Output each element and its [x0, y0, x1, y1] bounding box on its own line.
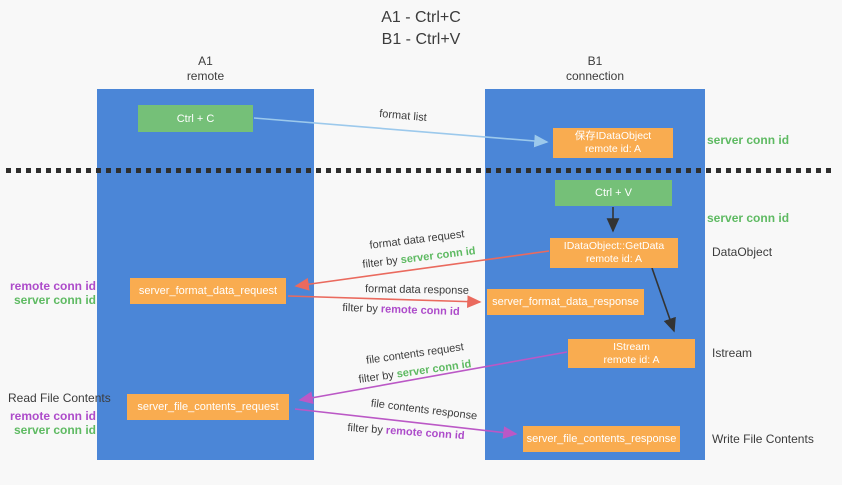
- dotted-separator: [6, 168, 836, 173]
- node-server-file-contents-response: server_file_contents_response: [523, 426, 680, 452]
- filter-by-text: filter by: [347, 421, 387, 437]
- server-conn-id-label: server conn id: [13, 423, 96, 437]
- diagram-title: A1 - Ctrl+C B1 - Ctrl+V: [0, 7, 842, 51]
- server-conn-id-text: server conn id: [395, 358, 473, 381]
- column-b1-subtitle: connection: [565, 69, 625, 83]
- filter-by-text: filter by: [342, 301, 382, 316]
- column-b1-name: B1: [587, 54, 603, 68]
- arrow-format-data-response: [287, 295, 482, 308]
- side-label-istream: Istream: [712, 346, 753, 360]
- remote-conn-id-text: remote conn id: [385, 424, 465, 443]
- side-label-dataobject: DataObject: [712, 245, 773, 259]
- node-server-format-data-response: server_format_data_response: [487, 289, 644, 315]
- node-ctrl-v: Ctrl + V: [555, 180, 672, 206]
- server-conn-id-label: server conn id: [13, 293, 96, 307]
- left-conn-id-pair-top: remote conn id server conn id: [2, 279, 96, 307]
- column-a1-subtitle: remote: [186, 69, 225, 83]
- title-line-1: A1 - Ctrl+C: [381, 9, 461, 26]
- server-conn-id-text: server conn id: [400, 245, 477, 267]
- edge-label-file-contents-response: file contents response: [370, 397, 478, 423]
- node-istream: IStream remote id: A: [568, 339, 695, 368]
- node-istream-line1: IStream: [613, 340, 650, 353]
- node-save-idataobject-line2: remote id: A: [584, 143, 642, 155]
- filter-by-text: filter by: [361, 254, 402, 271]
- remote-conn-id-label: remote conn id: [9, 279, 96, 293]
- node-save-idataobject-line1: 保存IDataObject: [574, 130, 652, 142]
- title-line-2: B1 - Ctrl+V: [381, 31, 461, 48]
- edge-label-filter-remote-conn-2: filter by remote conn id: [347, 422, 465, 442]
- side-label-server-conn-id-top: server conn id: [707, 133, 790, 147]
- column-a1-name: A1: [198, 54, 213, 68]
- remote-conn-id-label: remote conn id: [9, 409, 96, 423]
- node-save-idataobject: 保存IDataObject remote id: A: [553, 128, 673, 158]
- side-label-read-file-contents: Read File Contents: [8, 391, 111, 405]
- side-label-write-file-contents: Write File Contents: [712, 432, 814, 446]
- left-conn-id-pair-bottom: remote conn id server conn id: [2, 409, 96, 437]
- node-idataobject-getdata-line2: remote id: A: [585, 253, 643, 265]
- edge-label-format-list: format list: [378, 107, 428, 125]
- node-istream-line2: remote id: A: [603, 353, 660, 366]
- node-idataobject-getdata: IDataObject::GetData remote id: A: [550, 238, 678, 268]
- node-idataobject-getdata-line1: IDataObject::GetData: [563, 240, 665, 252]
- remote-conn-id-text: remote conn id: [380, 303, 460, 319]
- node-server-format-data-request: server_format_data_request: [130, 278, 286, 304]
- column-header-b1: B1 connection: [485, 54, 705, 84]
- side-label-server-conn-id-mid: server conn id: [707, 211, 790, 225]
- edge-label-format-data-response: format data response: [364, 283, 470, 297]
- node-ctrl-c: Ctrl + C: [138, 105, 253, 132]
- edge-label-filter-remote-conn-1: filter by remote conn id: [342, 302, 460, 318]
- filter-by-text: filter by: [357, 368, 398, 386]
- column-header-a1: A1 remote: [97, 54, 314, 84]
- node-server-file-contents-request: server_file_contents_request: [127, 394, 289, 420]
